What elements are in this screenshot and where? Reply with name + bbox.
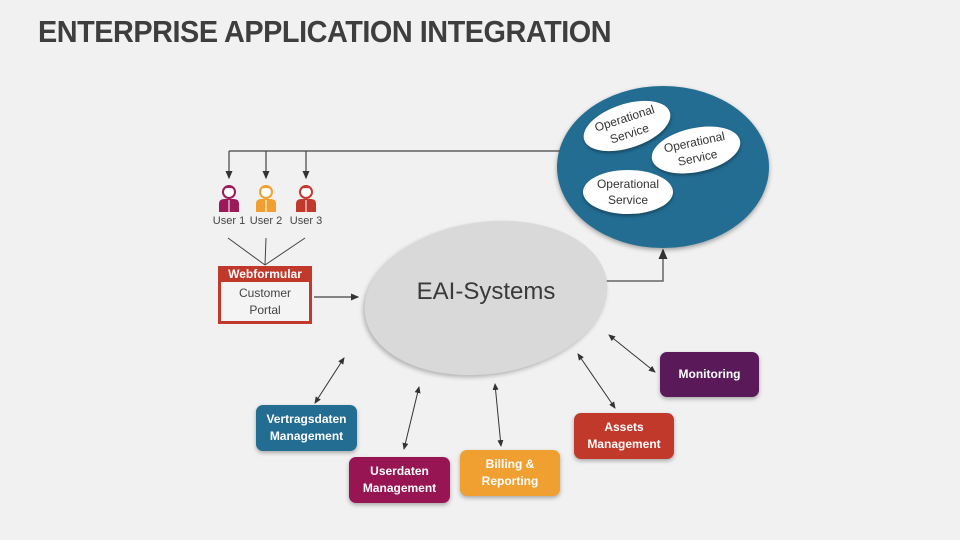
module-line2: Reporting [481, 474, 539, 488]
user2-to-webform [264, 237, 267, 266]
arrow-assets [577, 353, 616, 409]
service-line2: Service [607, 193, 648, 207]
arrow-vertragsdaten [314, 357, 345, 404]
webform-line2: Portal [249, 302, 281, 317]
arrow-billing [492, 383, 504, 447]
user-icon [256, 185, 276, 212]
webform-line1: Customer [238, 285, 291, 300]
webformular-customer-portal: Webformular Customer Portal [218, 266, 312, 324]
module-assets-management: Assets Management [574, 413, 674, 459]
module-monitoring: Monitoring [660, 352, 759, 397]
module-userdaten-management: Userdaten Management [349, 457, 450, 503]
user-label: User 3 [289, 215, 323, 227]
module-line2: Management [269, 429, 344, 443]
arrow-userdaten [402, 386, 421, 450]
module-line1: Userdaten [370, 464, 429, 478]
user-3: User 3 [286, 184, 326, 227]
user-icon [296, 185, 316, 212]
user3-to-webform [264, 237, 306, 266]
eai-to-services-arrow [606, 248, 668, 282]
module-line2: Management [587, 437, 661, 451]
module-line1: Vertragsdaten [266, 412, 347, 426]
module-line1: Assets [604, 420, 644, 434]
webform-header: Webformular [228, 267, 302, 281]
user-2: User 2 [246, 184, 286, 227]
eai-systems-label: EAI-Systems [416, 278, 556, 305]
operational-service-3: Operational Service [583, 170, 673, 214]
module-line2: Management [362, 481, 437, 495]
module-vertragsdaten-management: Vertragsdaten Management [256, 405, 357, 451]
webform-body: Customer Portal [221, 282, 309, 321]
arrow-monitoring [608, 334, 656, 373]
user-label: User 2 [249, 215, 283, 227]
page-title: ENTERPRISE APPLICATION INTEGRATION [38, 14, 612, 49]
module-line1: Monitoring [678, 367, 741, 381]
service-line1: Operational [596, 177, 660, 191]
user-icon [219, 185, 239, 212]
module-line1: Billing & [485, 457, 535, 471]
user-label: User 1 [212, 215, 246, 227]
user-1: User 1 [209, 184, 249, 227]
module-billing-reporting: Billing & Reporting [460, 450, 560, 496]
user1-to-webform [227, 237, 266, 266]
